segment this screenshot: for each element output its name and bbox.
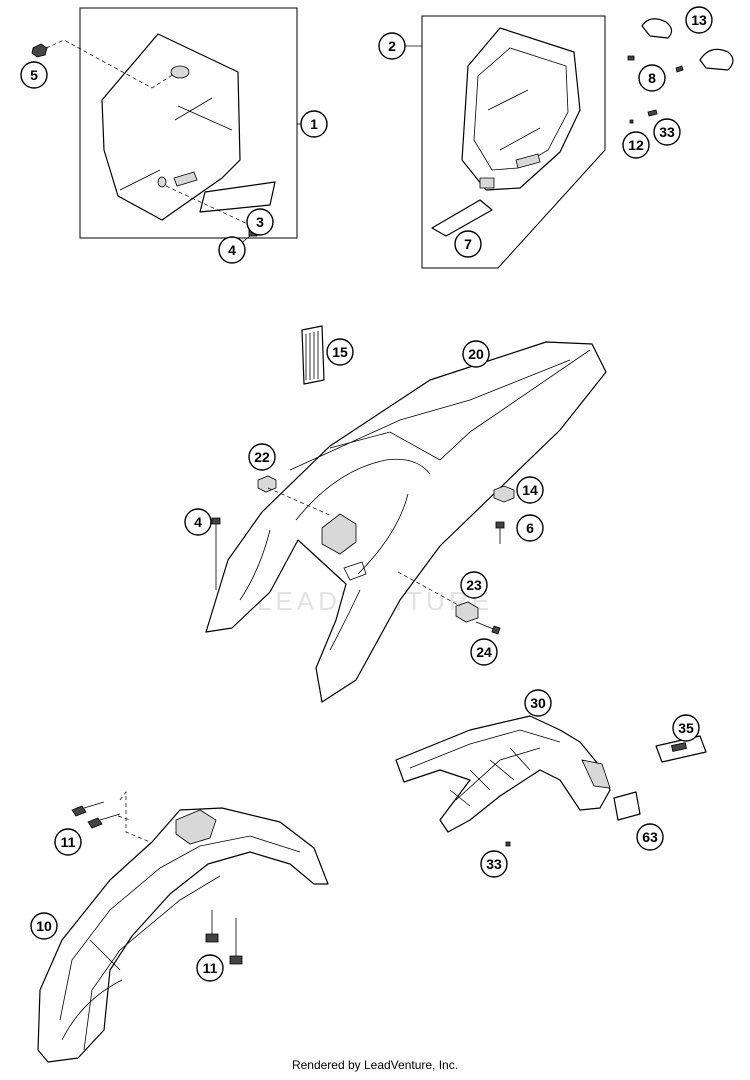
group-box-1 <box>79 7 298 239</box>
callout-8: 8 <box>638 64 666 92</box>
svg-text:5: 5 <box>30 67 38 83</box>
callout-33-top: 33 <box>653 118 681 146</box>
part-screw-33-bottom <box>505 841 511 847</box>
callout-5: 5 <box>20 61 48 89</box>
callout-24: 24 <box>470 638 498 666</box>
callout-10: 10 <box>30 912 58 940</box>
svg-text:11: 11 <box>61 834 76 850</box>
svg-text:20: 20 <box>468 346 484 362</box>
part-screw-4-mid <box>211 517 221 590</box>
svg-text:7: 7 <box>464 236 472 252</box>
callout-33-bottom: 33 <box>480 850 508 878</box>
svg-text:10: 10 <box>36 918 52 934</box>
callout-4-mid: 4 <box>184 508 212 536</box>
part-headlight-mask <box>461 27 581 191</box>
leader-4-top <box>165 185 253 227</box>
callout-3: 3 <box>246 208 274 236</box>
svg-text:1: 1 <box>310 116 318 132</box>
callout-14: 14 <box>516 476 544 504</box>
part-front-fender-10 <box>37 807 329 1063</box>
svg-text:3: 3 <box>256 214 264 230</box>
callout-2: 2 <box>378 32 422 60</box>
callout-20: 20 <box>462 340 490 368</box>
callout-4-top: 4 <box>218 235 251 264</box>
callout-35: 35 <box>672 714 700 742</box>
svg-text:15: 15 <box>332 344 348 360</box>
svg-text:14: 14 <box>522 482 538 498</box>
svg-text:33: 33 <box>486 856 502 872</box>
callout-15: 15 <box>326 338 354 366</box>
callout-12: 12 <box>622 131 650 159</box>
leader-5 <box>45 39 175 89</box>
svg-text:2: 2 <box>388 38 396 54</box>
part-rear-fender-20 <box>205 341 607 703</box>
callout-63: 63 <box>636 823 664 851</box>
callout-23: 23 <box>460 571 488 599</box>
callout-7: 7 <box>454 230 482 258</box>
svg-text:23: 23 <box>466 577 482 593</box>
svg-text:35: 35 <box>678 720 694 736</box>
part-screw-6 <box>495 521 505 544</box>
part-nut-22 <box>257 475 277 493</box>
part-nut-14 <box>493 485 515 503</box>
callout-11-top: 11 <box>54 828 82 856</box>
callout-30: 30 <box>524 689 552 717</box>
svg-text:4: 4 <box>194 514 202 530</box>
part-screws-11-top <box>71 801 121 829</box>
part-fender-support-30 <box>395 715 611 833</box>
part-start-number-plate <box>101 33 241 221</box>
svg-text:63: 63 <box>642 829 658 845</box>
leader-23 <box>397 571 461 607</box>
leader-11-top <box>117 790 151 843</box>
svg-text:6: 6 <box>526 520 534 536</box>
callout-13: 13 <box>685 6 713 34</box>
part-screws-11-bottom <box>205 910 243 965</box>
svg-text:30: 30 <box>530 695 546 711</box>
svg-text:12: 12 <box>628 137 644 153</box>
svg-text:24: 24 <box>476 644 492 660</box>
footer-credit: Rendered by LeadVenture, Inc. <box>291 1058 459 1072</box>
part-screw-8 <box>627 55 684 73</box>
part-decal-7 <box>431 199 493 237</box>
svg-text:33: 33 <box>659 124 675 140</box>
svg-text:11: 11 <box>203 960 218 976</box>
part-clamp-13 <box>641 18 734 71</box>
part-screw-5 <box>31 43 48 58</box>
part-filter-15 <box>301 325 325 385</box>
part-screw-24 <box>475 621 501 635</box>
callout-6: 6 <box>516 514 544 542</box>
callout-22: 22 <box>248 443 276 471</box>
leader-22 <box>267 487 333 517</box>
svg-text:13: 13 <box>691 12 707 28</box>
part-screw-33-top <box>629 109 658 124</box>
callout-1: 1 <box>297 110 328 138</box>
svg-text:4: 4 <box>228 242 236 258</box>
part-decal-3 <box>199 181 276 213</box>
group-box-2 <box>421 15 606 269</box>
svg-text:22: 22 <box>254 449 270 465</box>
svg-text:8: 8 <box>648 70 656 86</box>
callout-11-bottom: 11 <box>196 954 224 982</box>
part-reflector-63 <box>613 791 641 821</box>
part-nut-23 <box>455 601 479 623</box>
